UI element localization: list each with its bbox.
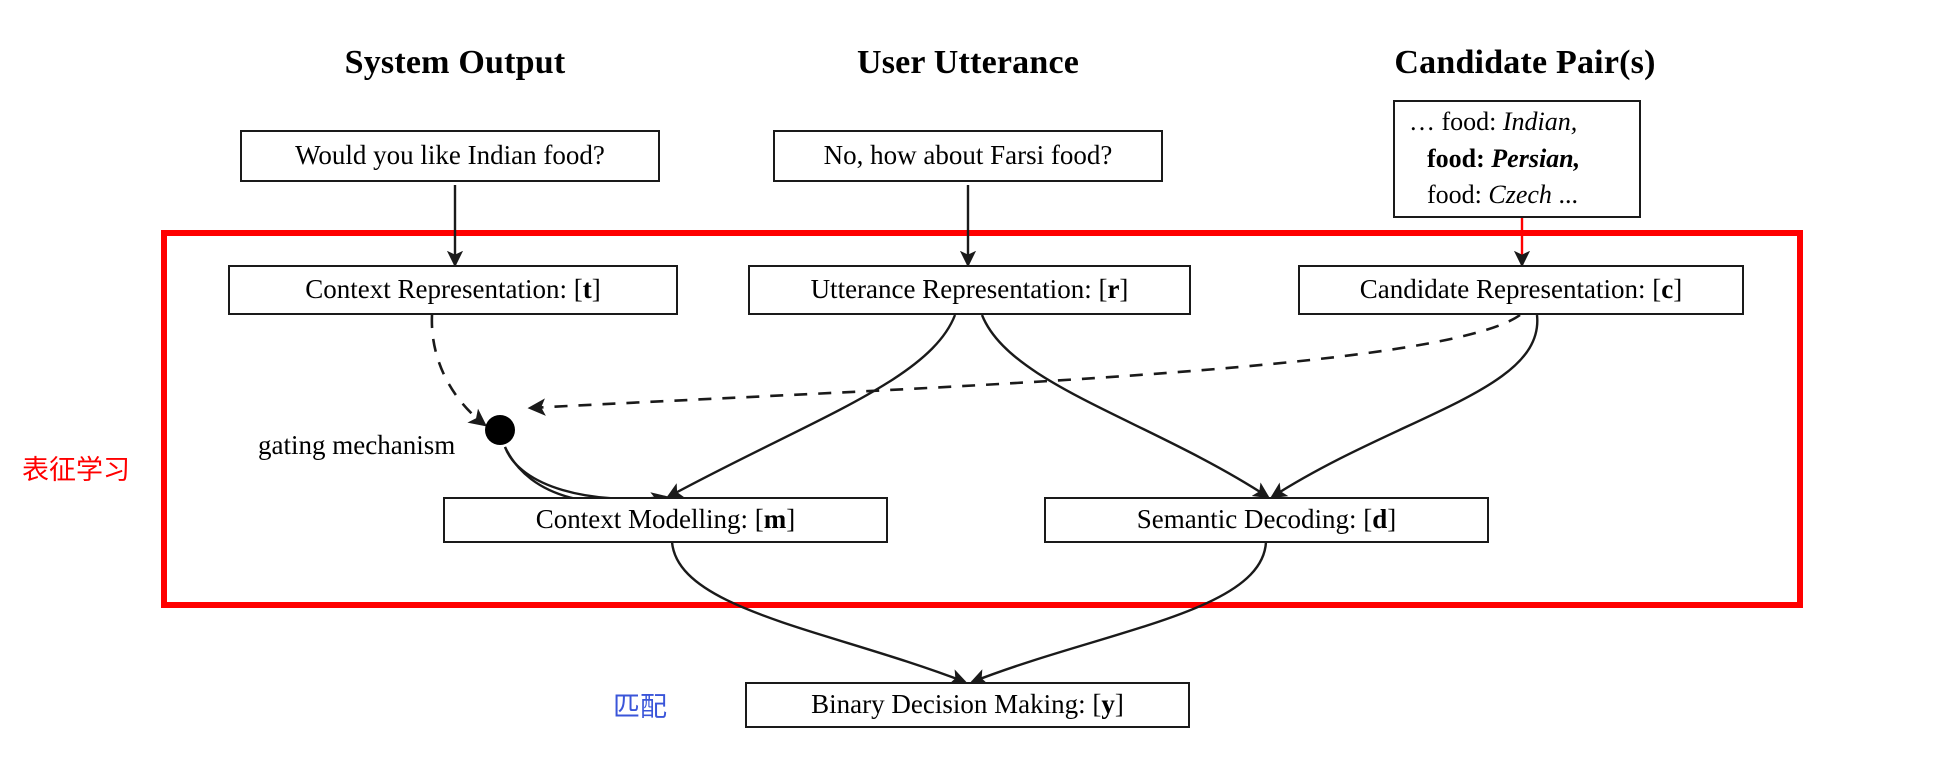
semantic-decoding-var: d xyxy=(1372,504,1388,535)
semantic-decoding-label: Semantic Decoding: [ xyxy=(1136,504,1373,535)
binary-decision-bracket: ] xyxy=(1114,689,1124,720)
heading-system-output: System Output xyxy=(344,44,566,81)
binary-decision-box: Binary Decision Making: [y] xyxy=(745,682,1190,728)
candidate-line-3: food: Czech ... xyxy=(1427,180,1578,210)
utterance-representation-bracket: ] xyxy=(1119,274,1129,305)
candidate-line-2: food: Persian, xyxy=(1427,143,1581,173)
context-representation-bracket: ] xyxy=(591,274,601,305)
candidate-pairs-box: … food: Indian, food: Persian, food: Cze… xyxy=(1393,100,1641,218)
context-representation-label: Context Representation: [ xyxy=(305,274,583,305)
candidate-representation-label: Candidate Representation: [ xyxy=(1359,274,1662,305)
context-modelling-label: Context Modelling: [ xyxy=(535,504,764,535)
heading-user-utterance: User Utterance xyxy=(856,44,1080,81)
binary-decision-label: Binary Decision Making: [ xyxy=(811,689,1102,720)
edge-context-rep-to-gate xyxy=(430,314,487,427)
context-modelling-bracket: ] xyxy=(786,504,796,535)
system-output-box: Would you like Indian food? xyxy=(240,130,660,182)
heading-candidate-pairs: Candidate Pair(s) xyxy=(1394,44,1656,81)
edge-candidate-rep-to-semantic-decoding xyxy=(1270,314,1539,499)
gating-mechanism-label: gating mechanism xyxy=(258,430,456,460)
edge-gate-to-context-modelling xyxy=(503,446,666,501)
edge-semantic-decoding-to-binary-decision xyxy=(969,541,1268,685)
context-representation-box: Context Representation: [t] xyxy=(228,265,678,315)
context-modelling-var: m xyxy=(763,504,787,535)
user-utterance-box: No, how about Farsi food? xyxy=(773,130,1163,182)
candidate-representation-box: Candidate Representation: [c] xyxy=(1298,265,1744,315)
candidate-line-1: … food: Indian, xyxy=(1409,106,1578,136)
binary-decision-var: y xyxy=(1101,689,1115,720)
utterance-representation-box: Utterance Representation: [r] xyxy=(748,265,1191,315)
candidate-representation-bracket: ] xyxy=(1673,274,1683,305)
edge-candidate-rep-to-gate xyxy=(527,313,1521,416)
context-representation-var: t xyxy=(582,274,592,305)
semantic-decoding-bracket: ] xyxy=(1387,504,1397,535)
edge-utterance-rep-to-semantic-decoding xyxy=(980,314,1270,499)
context-modelling-box: Context Modelling: [m] xyxy=(443,497,888,543)
matching-annotation: 匹配 xyxy=(613,692,667,723)
utterance-representation-label: Utterance Representation: [ xyxy=(810,274,1108,305)
edge-utterance-rep-to-context-modelling xyxy=(666,314,957,499)
gating-mechanism-node xyxy=(485,415,515,445)
edge-gate-curve-into-context-modelling xyxy=(503,446,669,509)
semantic-decoding-box: Semantic Decoding: [d] xyxy=(1044,497,1489,543)
representation-learning-annotation: 表征学习 xyxy=(22,455,130,486)
utterance-representation-var: r xyxy=(1107,274,1120,305)
candidate-representation-var: c xyxy=(1661,274,1674,305)
edge-context-modelling-to-binary-decision xyxy=(670,541,968,685)
